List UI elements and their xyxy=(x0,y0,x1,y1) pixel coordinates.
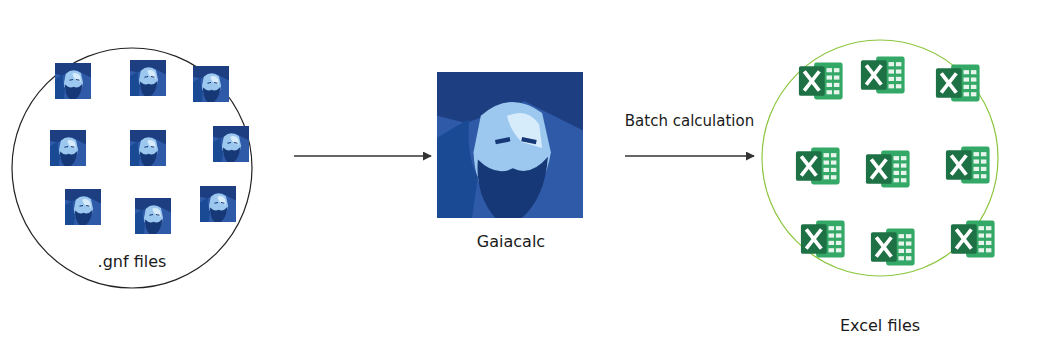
excel-icon xyxy=(861,57,905,94)
node-label: Gaiacalc xyxy=(437,232,585,251)
software-node: Gaiacalc xyxy=(437,72,585,262)
gaia-portrait xyxy=(135,198,171,234)
gaia-portrait xyxy=(65,189,101,225)
excel-icon xyxy=(936,65,980,102)
file-group-circle: .gnf files xyxy=(10,46,254,290)
excel-icon xyxy=(866,151,910,188)
edge-label: Batch calculation xyxy=(623,112,756,130)
gaia-portrait xyxy=(437,72,583,218)
excel-icon xyxy=(951,221,995,258)
node-outline xyxy=(760,38,1000,344)
excel-icon xyxy=(799,63,843,100)
flow-arrow xyxy=(294,155,431,157)
excel-icon xyxy=(796,148,840,185)
gaia-portrait xyxy=(130,130,166,166)
excel-icon xyxy=(801,221,845,258)
gaia-portrait xyxy=(213,126,249,162)
gaia-portrait xyxy=(50,130,86,166)
node-label: Excel files xyxy=(760,316,1000,335)
output-group-circle: Excel files xyxy=(760,38,1000,344)
gaia-portrait xyxy=(55,63,91,99)
excel-icon xyxy=(946,147,990,184)
gaia-portrait xyxy=(193,66,229,102)
excel-icon xyxy=(871,229,915,266)
gaia-portrait xyxy=(130,60,166,96)
gaia-portrait xyxy=(200,186,236,222)
node-label: .gnf files xyxy=(10,252,254,271)
flow-arrow xyxy=(625,155,754,157)
